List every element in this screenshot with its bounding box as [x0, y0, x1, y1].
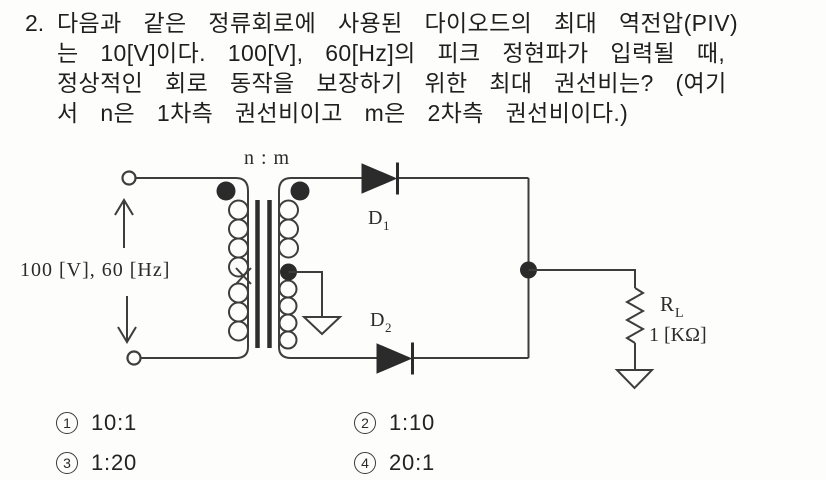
answer-option-3: 3 1:20 — [56, 450, 137, 476]
question-number: 2. — [25, 10, 45, 36]
diode-d1 — [361, 162, 529, 195]
diode-d1-label: D — [368, 207, 382, 229]
diode-d2-subscript: 2 — [385, 320, 392, 335]
option-2-label: 1:10 — [389, 410, 436, 435]
load-resistor-value: 1 [KΩ] — [649, 324, 707, 346]
diode-d2 — [376, 342, 529, 375]
option-1-label: 10:1 — [91, 410, 138, 435]
question-line: 다음과 같은 정류회로에 사용된 다이오드의 최대 역전압(PIV) — [57, 10, 739, 36]
load-wire — [528, 269, 636, 288]
primary-phase-dot — [216, 181, 236, 201]
option-4-label: 20:1 — [389, 450, 436, 475]
question-line: 는 10[V]이다. 100[V], 60[Hz]의 피크 정현파가 입력될 때… — [57, 40, 726, 66]
input-terminal-bottom — [126, 350, 142, 366]
option-1-number-circle: 1 — [56, 412, 78, 434]
question-text: 다음과 같은 정류회로에 사용된 다이오드의 최대 역전압(PIV) 는 10[… — [57, 8, 738, 128]
answer-option-1: 1 10:1 — [56, 410, 137, 436]
answer-option-4: 4 20:1 — [354, 450, 435, 476]
center-tap-ground-icon — [301, 316, 343, 336]
voltage-up-arrow-icon — [114, 198, 134, 248]
option-3-label: 1:20 — [91, 450, 138, 475]
question-line: 서 n은 1차측 권선비이고 m은 2차측 권선비이다.) — [57, 100, 629, 126]
turns-ratio-label: n : m — [244, 147, 290, 169]
answer-option-2: 2 1:10 — [354, 410, 435, 436]
transformer-secondary-winding — [278, 177, 377, 359]
transformer-core — [255, 200, 272, 348]
load-resistor — [624, 287, 646, 344]
center-tap-wire — [288, 271, 323, 317]
input-terminal-top — [121, 170, 137, 186]
option-3-number-circle: 3 — [56, 452, 78, 474]
load-resistor-label: R — [660, 292, 674, 316]
transformer-primary-winding — [136, 177, 252, 359]
diode-d1-subscript: 1 — [383, 218, 390, 233]
source-voltage-label: 100 [V], 60 [Hz] — [20, 259, 170, 281]
option-4-number-circle: 4 — [354, 452, 376, 474]
option-2-number-circle: 2 — [354, 412, 376, 434]
question-line: 정상적인 회로 동작을 보장하기 위한 최대 권선비는? (여기 — [57, 70, 727, 96]
load-ground-icon — [614, 369, 655, 390]
load-resistor-subscript: L — [675, 306, 684, 321]
secondary-phase-dot — [290, 181, 310, 201]
diode-d2-label: D — [370, 309, 384, 331]
voltage-down-arrow-icon — [117, 296, 137, 344]
